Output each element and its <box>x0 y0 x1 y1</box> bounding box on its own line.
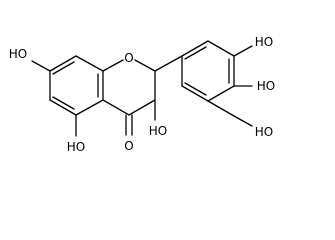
ring-c-bonds <box>102 59 156 116</box>
bond-c5p-link <box>207 100 235 117</box>
bond-c1p-c2p-inner <box>184 46 207 60</box>
bond-o1-c2 <box>134 59 156 72</box>
ring-b-bonds <box>181 40 253 127</box>
atom-label-oh-7: HO <box>9 47 27 61</box>
bond-c5p-c6p-inner <box>184 82 207 96</box>
molecule-structure-diagram: HO HO O O HO HO HO HO <box>9 35 275 154</box>
bond-c2-c1p <box>154 55 183 72</box>
bond-c7-c8-inner <box>52 61 75 75</box>
atom-label-oh-5p: HO <box>255 125 273 139</box>
atom-label-carbonyl-oxygen: O <box>124 139 133 153</box>
atom-labels: HO HO O O HO HO HO HO <box>9 35 275 154</box>
atom-label-oh-3p: HO <box>255 35 273 49</box>
bond-c5-c6-inner <box>52 96 75 110</box>
atom-label-oh-3: HO <box>149 124 167 138</box>
bond-c5p-oh <box>233 115 253 127</box>
bond-c7-c8 <box>49 55 77 72</box>
bond-c1p-c2p <box>181 40 209 57</box>
bond-c8a-o1 <box>102 59 124 72</box>
bond-c7-oh <box>31 60 51 72</box>
bond-c3p-oh <box>233 45 253 57</box>
bond-c5-c6 <box>49 99 77 116</box>
atom-label-ring-oxygen: O <box>124 51 133 65</box>
atom-label-oh-4p: HO <box>257 79 275 93</box>
bond-c4-c4a <box>102 99 130 116</box>
bond-c4p-c5p <box>207 85 235 102</box>
atom-label-oh-5: HO <box>67 140 85 154</box>
bond-c3-c4 <box>128 99 156 116</box>
bond-c2p-c3p <box>207 40 235 57</box>
bond-c4a-c5 <box>75 99 104 116</box>
ring-a-bonds <box>49 55 104 116</box>
substituent-bonds <box>31 55 183 137</box>
bond-c8-c8a <box>75 55 104 72</box>
bond-c5p-c6p <box>181 85 209 102</box>
